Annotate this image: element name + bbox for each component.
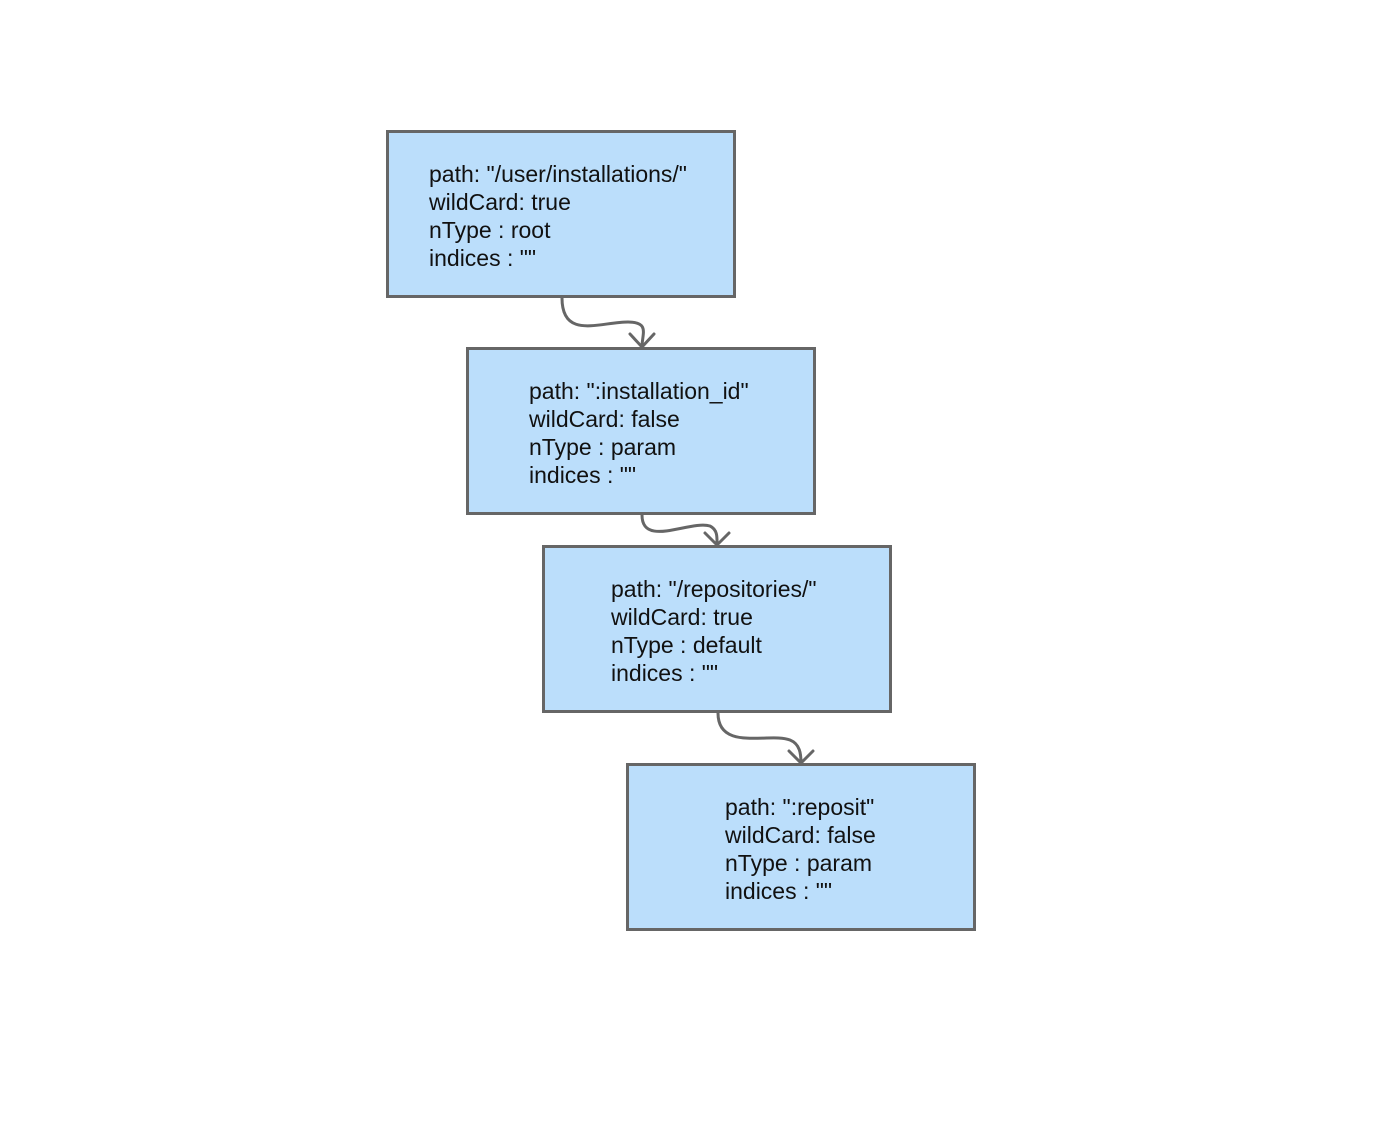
node-ntype: nType : param bbox=[725, 850, 873, 876]
connector-3-4 bbox=[716, 711, 803, 765]
node-indices: indices : "" bbox=[429, 245, 537, 271]
node-wildcard: wildCard: true bbox=[429, 189, 571, 215]
node-installation-id-text: path: ":installation_id" wildCard: false… bbox=[529, 377, 749, 489]
node-root: path: "/user/installations/" wildCard: t… bbox=[386, 130, 736, 298]
node-path: path: ":installation_id" bbox=[529, 378, 749, 404]
node-installation-id: path: ":installation_id" wildCard: false… bbox=[466, 347, 816, 515]
node-wildcard: wildCard: true bbox=[611, 604, 753, 630]
node-indices: indices : "" bbox=[529, 462, 637, 488]
node-root-text: path: "/user/installations/" wildCard: t… bbox=[429, 160, 687, 272]
node-path: path: ":reposit" bbox=[725, 794, 875, 820]
node-ntype: nType : default bbox=[611, 632, 762, 658]
node-indices: indices : "" bbox=[611, 660, 719, 686]
node-repositories: path: "/repositories/" wildCard: true nT… bbox=[542, 545, 892, 713]
node-reposit: path: ":reposit" wildCard: false nType :… bbox=[626, 763, 976, 931]
node-ntype: nType : param bbox=[529, 434, 677, 460]
connector-1-2 bbox=[560, 296, 645, 349]
node-wildcard: wildCard: false bbox=[529, 406, 680, 432]
node-ntype: nType : root bbox=[429, 217, 551, 243]
node-repositories-text: path: "/repositories/" wildCard: true nT… bbox=[611, 575, 817, 687]
node-indices: indices : "" bbox=[725, 878, 833, 904]
node-reposit-text: path: ":reposit" wildCard: false nType :… bbox=[725, 793, 876, 905]
node-wildcard: wildCard: false bbox=[725, 822, 876, 848]
node-path: path: "/user/installations/" bbox=[429, 161, 687, 187]
node-path: path: "/repositories/" bbox=[611, 576, 817, 602]
connector-2-3 bbox=[640, 513, 719, 547]
